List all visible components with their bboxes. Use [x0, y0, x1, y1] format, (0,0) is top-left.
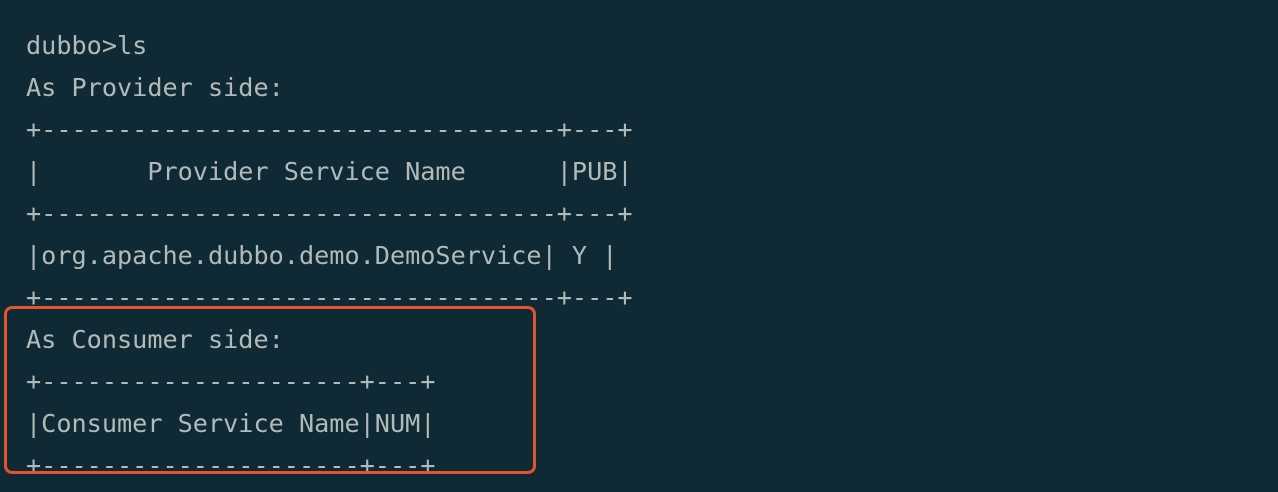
provider-table-border-bottom: +----------------------------------+---+ — [26, 283, 633, 312]
terminal-command-line: dubbo>ls — [26, 31, 148, 60]
provider-side-heading: As Provider side: — [26, 73, 284, 102]
consumer-table-header: |Consumer Service Name|NUM| — [26, 409, 436, 438]
provider-table-border-mid: +----------------------------------+---+ — [26, 199, 633, 228]
consumer-table-border-top: +---------------------+---+ — [26, 367, 436, 396]
provider-table-header: | Provider Service Name |PUB| — [26, 157, 633, 186]
consumer-table-border-bottom: +---------------------+---+ — [26, 451, 436, 480]
provider-table-border-top: +----------------------------------+---+ — [26, 115, 633, 144]
provider-table-row: |org.apache.dubbo.demo.DemoService| Y | — [26, 241, 618, 270]
consumer-side-heading: As Consumer side: — [26, 325, 284, 354]
